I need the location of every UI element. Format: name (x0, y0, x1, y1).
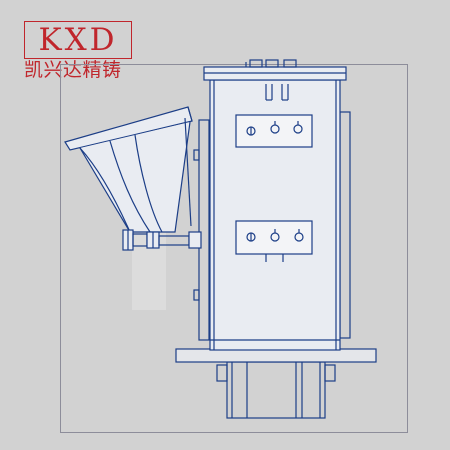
logo-tagline: 凯兴达精铸 (24, 59, 122, 81)
bolt-plate-icon (235, 114, 313, 148)
mount-tab-upper (193, 149, 200, 161)
gearbox-housing (216, 361, 336, 419)
drawing-frame (60, 64, 408, 433)
logo-text: KXD (38, 21, 118, 58)
side-plate-right (339, 111, 351, 339)
logo-box: KXD (24, 21, 132, 59)
hopper-icon (64, 106, 193, 233)
mount-tab-lower (193, 289, 200, 301)
flange-icon (122, 229, 202, 251)
bolt-plate-lower (235, 220, 313, 262)
side-plate-left (198, 119, 210, 341)
base-plate (175, 348, 377, 363)
top-cap (203, 59, 347, 101)
